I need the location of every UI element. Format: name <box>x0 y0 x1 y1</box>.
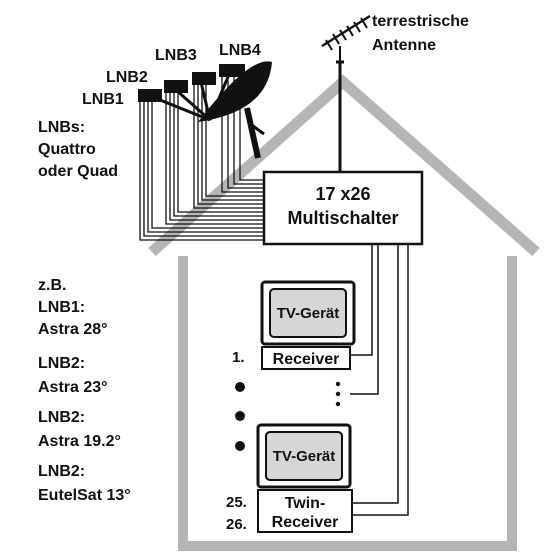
receiver-label: Receiver <box>273 351 340 368</box>
ellipsis-dot-small <box>335 381 341 387</box>
example-lnb4-name: LNB2: <box>38 463 85 480</box>
multiswitch-label-line1: 17 x26 <box>315 184 370 204</box>
example-lnb1-name: LNB1: <box>38 299 85 316</box>
lnb2-box <box>164 80 188 93</box>
antenna-label-line1: terrestrische <box>372 13 469 30</box>
ellipsis-dot-small <box>335 391 341 397</box>
tv1-screen <box>269 288 347 338</box>
multiswitch-box <box>262 170 424 246</box>
house-walls <box>178 256 517 551</box>
lnb-cables <box>139 77 268 241</box>
lnb3-box <box>192 72 216 85</box>
lnb3-label: LNB3 <box>155 47 197 64</box>
example-lnb2-name: LNB2: <box>38 355 85 372</box>
twin-number-2: 26. <box>226 516 247 533</box>
terrestrial-antenna-icon <box>321 14 371 178</box>
lnb-type-line3: oder Quad <box>38 163 118 180</box>
lnb4-box <box>219 64 245 77</box>
antenna-label-line2: Antenne <box>372 37 436 54</box>
ellipsis-dot-small <box>335 401 341 407</box>
twin-receiver-label-line2: Receiver <box>272 514 339 531</box>
lnb4-label: LNB4 <box>219 42 261 59</box>
example-lnb3-sat: Astra 19.2° <box>38 433 121 450</box>
tv2-label: TV-Gerät <box>273 448 336 465</box>
example-lnb3-name: LNB2: <box>38 409 85 426</box>
twin-number-1: 25. <box>226 494 247 511</box>
tv1-label: TV-Gerät <box>277 305 340 322</box>
example-intro: z.B. <box>38 277 66 294</box>
lnb2-label: LNB2 <box>106 69 148 86</box>
example-lnb2-sat: Astra 23° <box>38 379 108 396</box>
receiver-box <box>261 346 351 370</box>
tv2-screen <box>265 431 343 481</box>
ellipsis-dot <box>235 411 245 421</box>
ellipsis-dot <box>235 441 245 451</box>
lnb-type-line1: LNBs: <box>38 119 85 136</box>
receiver-number: 1. <box>232 349 245 366</box>
lnb1-label: LNB1 <box>82 91 124 108</box>
ellipsis-dot <box>235 382 245 392</box>
example-lnb4-sat: EutelSat 13° <box>38 487 131 504</box>
receiver-cables <box>350 244 409 516</box>
example-lnb1-sat: Astra 28° <box>38 321 108 338</box>
lnb1-box <box>138 89 162 102</box>
twin-receiver-box <box>257 489 353 533</box>
multiswitch-label-line2: Multischalter <box>287 208 398 228</box>
twin-receiver-label-line1: Twin- <box>285 495 326 512</box>
satellite-dish-icon <box>149 61 272 159</box>
house-roof <box>148 74 540 257</box>
lnb-type-line2: Quattro <box>38 141 96 158</box>
